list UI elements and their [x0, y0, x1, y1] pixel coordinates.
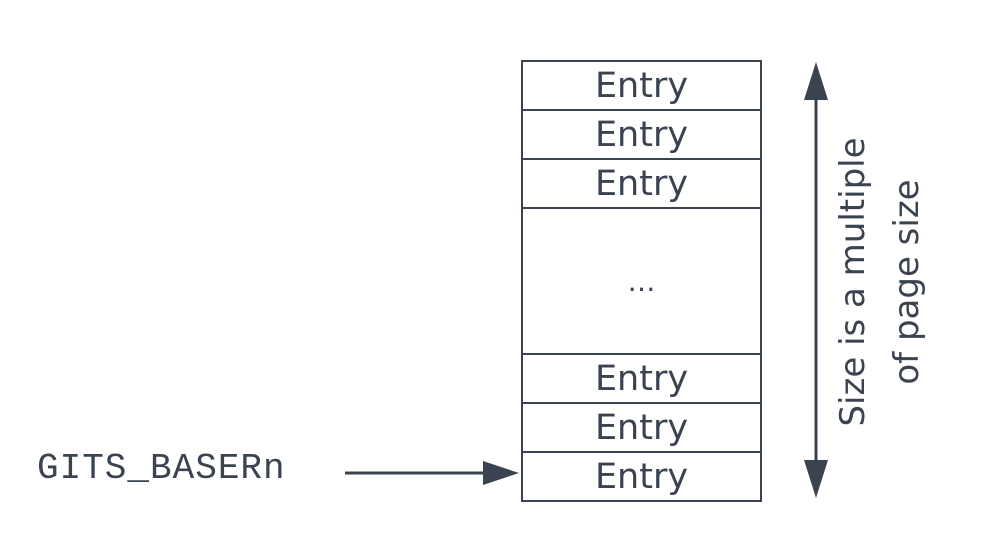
size-note-line1: Size is a multiple [833, 137, 873, 427]
table-entry-base: Entry [521, 453, 762, 502]
table-entry: Entry [521, 160, 762, 209]
entry-table: Entry Entry Entry … Entry Entry Entry [521, 60, 762, 502]
table-entry: Entry [521, 62, 762, 111]
pointer-arrow [345, 461, 519, 485]
table-entry: Entry [521, 355, 762, 404]
size-double-arrow [804, 62, 828, 498]
table-entry: Entry [521, 404, 762, 453]
size-note: Size is a multiple of page size [826, 137, 934, 426]
table-ellipsis: … [521, 209, 762, 355]
gits-baser-label: GITS_BASERn [37, 448, 286, 489]
size-note-line2: of page size [887, 179, 927, 385]
table-entry: Entry [521, 111, 762, 160]
